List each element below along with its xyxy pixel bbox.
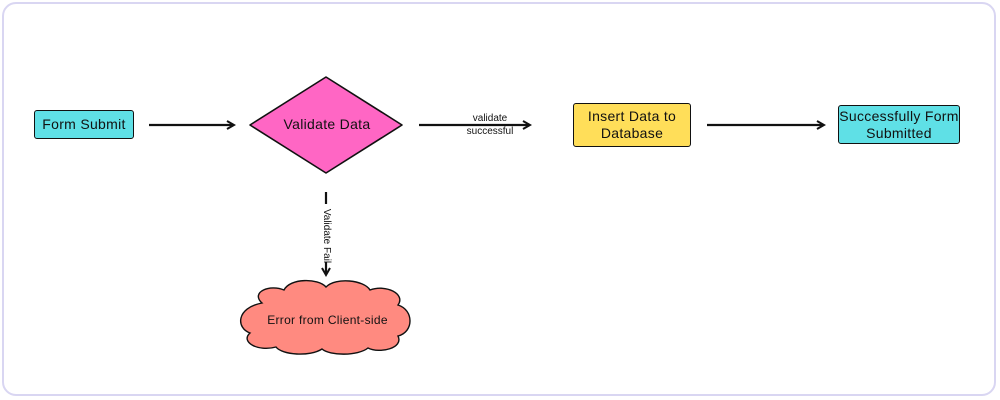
validate-fail-label: Validate Fail [321, 208, 332, 264]
insert-data-label: Insert Data to Database [587, 108, 677, 141]
form-submit-label: Form Submit [42, 116, 126, 132]
error-cloud-shape [240, 279, 411, 355]
success-label: Successfully Form Submitted [839, 107, 959, 141]
diagram-frame [2, 2, 996, 396]
success-node: Successfully Form Submitted [838, 105, 960, 144]
validate-data-diamond [249, 76, 403, 174]
validate-successful-label: validate successful [466, 113, 514, 137]
validate-data-label: Validate Data [283, 116, 371, 132]
insert-data-node: Insert Data to Database [573, 103, 691, 147]
error-label: Error from Client-side [267, 313, 388, 327]
form-submit-node: Form Submit [34, 110, 134, 139]
